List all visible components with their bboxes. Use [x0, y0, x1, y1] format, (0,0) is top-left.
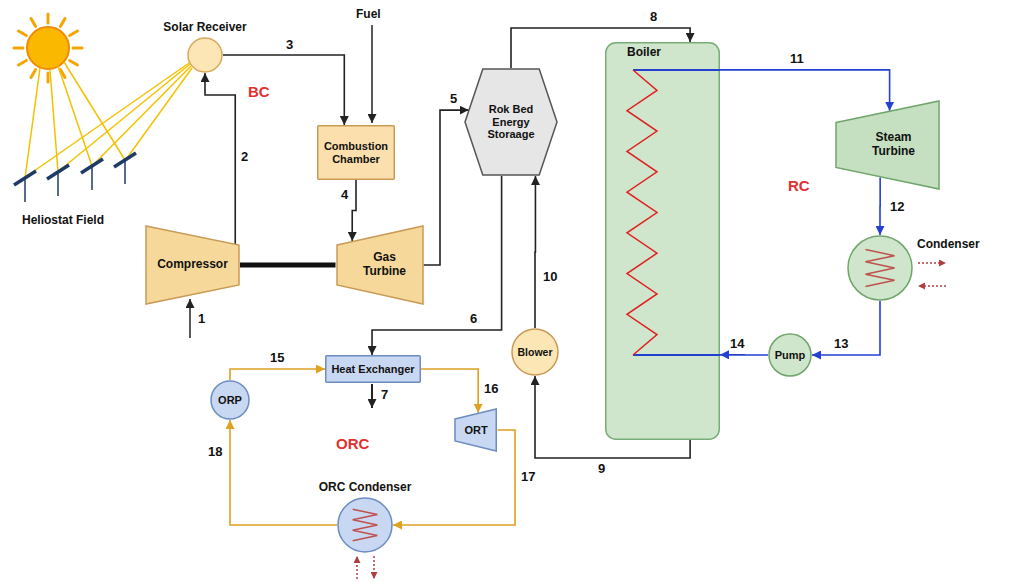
stream-number: 10 — [543, 270, 557, 284]
stream-number: 12 — [890, 200, 904, 214]
light-rays — [25, 62, 192, 178]
stream-number: 15 — [270, 351, 284, 365]
component-name: ORP — [218, 394, 242, 407]
component-name: Compressor — [157, 258, 228, 272]
air-inlet-arrow — [189, 299, 191, 338]
stream-number: 13 — [834, 337, 848, 351]
pump: Pump — [768, 333, 812, 377]
gas-turbine: Gas Turbine — [336, 225, 424, 305]
component-label: Solar Receiver — [163, 20, 246, 34]
condenser-outline — [847, 235, 913, 301]
stream-number: 2 — [241, 150, 248, 164]
heat-exchanger: Heat Exchanger — [325, 355, 421, 383]
exhaust-arrow — [371, 384, 373, 408]
stream-number: 16 — [484, 382, 498, 396]
fuel-arrow — [371, 25, 373, 123]
stream-number: 6 — [470, 312, 477, 326]
cycle-label: RC — [788, 178, 810, 195]
component-name: Rok Bed Energy Storaage — [480, 103, 542, 141]
stream-number: 1 — [198, 312, 205, 326]
component-name: Pump — [775, 349, 806, 362]
boiler: Boiler — [605, 42, 720, 440]
solar-receiver-outline — [187, 37, 223, 73]
shaft — [240, 263, 336, 268]
orc-pump: ORP — [210, 380, 250, 420]
cycle-label: BC — [248, 84, 270, 101]
flow-line — [223, 55, 344, 125]
boiler-outline — [605, 42, 720, 440]
flow-line — [424, 110, 469, 265]
stream-number: 9 — [598, 462, 605, 476]
stream-number: 3 — [286, 38, 293, 52]
sun-icon — [14, 14, 82, 82]
stream-number: 14 — [730, 337, 744, 351]
flow-line — [534, 176, 536, 328]
solar-receiver: Solar Receiver — [187, 37, 223, 73]
input-label: Fuel — [356, 8, 381, 21]
rock-bed-storage: Rok Bed Energy Storaage — [464, 68, 558, 176]
stream-number: 7 — [381, 388, 388, 402]
stream-number: 8 — [650, 10, 657, 24]
stream-number: 11 — [790, 52, 804, 66]
blower: Blower — [511, 328, 559, 376]
component-name: Steam Turbine — [859, 131, 929, 159]
flow-line — [230, 420, 337, 525]
component-name: Gas Turbine — [356, 251, 414, 279]
combustion-chamber: Combustion Chamber — [317, 125, 395, 180]
stream-number: 18 — [208, 445, 222, 459]
component-label: Condenser — [917, 237, 980, 251]
component-name: Boiler — [627, 46, 661, 60]
component-name: Blower — [517, 346, 552, 358]
orc-turbine: ORT — [454, 408, 497, 452]
compressor: Compressor — [145, 225, 240, 305]
flow-line — [205, 73, 235, 244]
stream-number: 5 — [450, 92, 457, 106]
flow-line — [421, 369, 478, 413]
flow-line — [720, 70, 890, 111]
stream-number: 4 — [341, 188, 348, 202]
cycle-label: ORC — [336, 436, 369, 453]
condenser: Condenser — [847, 235, 913, 301]
orc-condenser-outline — [337, 497, 393, 553]
heliostat-mirrors — [14, 153, 136, 202]
component-name: ORT — [464, 424, 487, 437]
flow-line — [352, 180, 356, 241]
component-label: ORC Condenser — [319, 480, 412, 494]
component-name: Heat Exchanger — [331, 363, 414, 376]
orc-condenser: ORC Condenser — [337, 497, 393, 553]
stream-number: 17 — [521, 470, 535, 484]
flow-line — [720, 354, 768, 356]
steam-turbine: Steam Turbine — [835, 100, 940, 190]
component-name: Combustion Chamber — [322, 140, 390, 165]
flow-line — [879, 177, 881, 235]
field-label: Heliostat Field — [22, 214, 104, 227]
flow-line — [812, 301, 880, 355]
flow-line — [230, 369, 325, 380]
